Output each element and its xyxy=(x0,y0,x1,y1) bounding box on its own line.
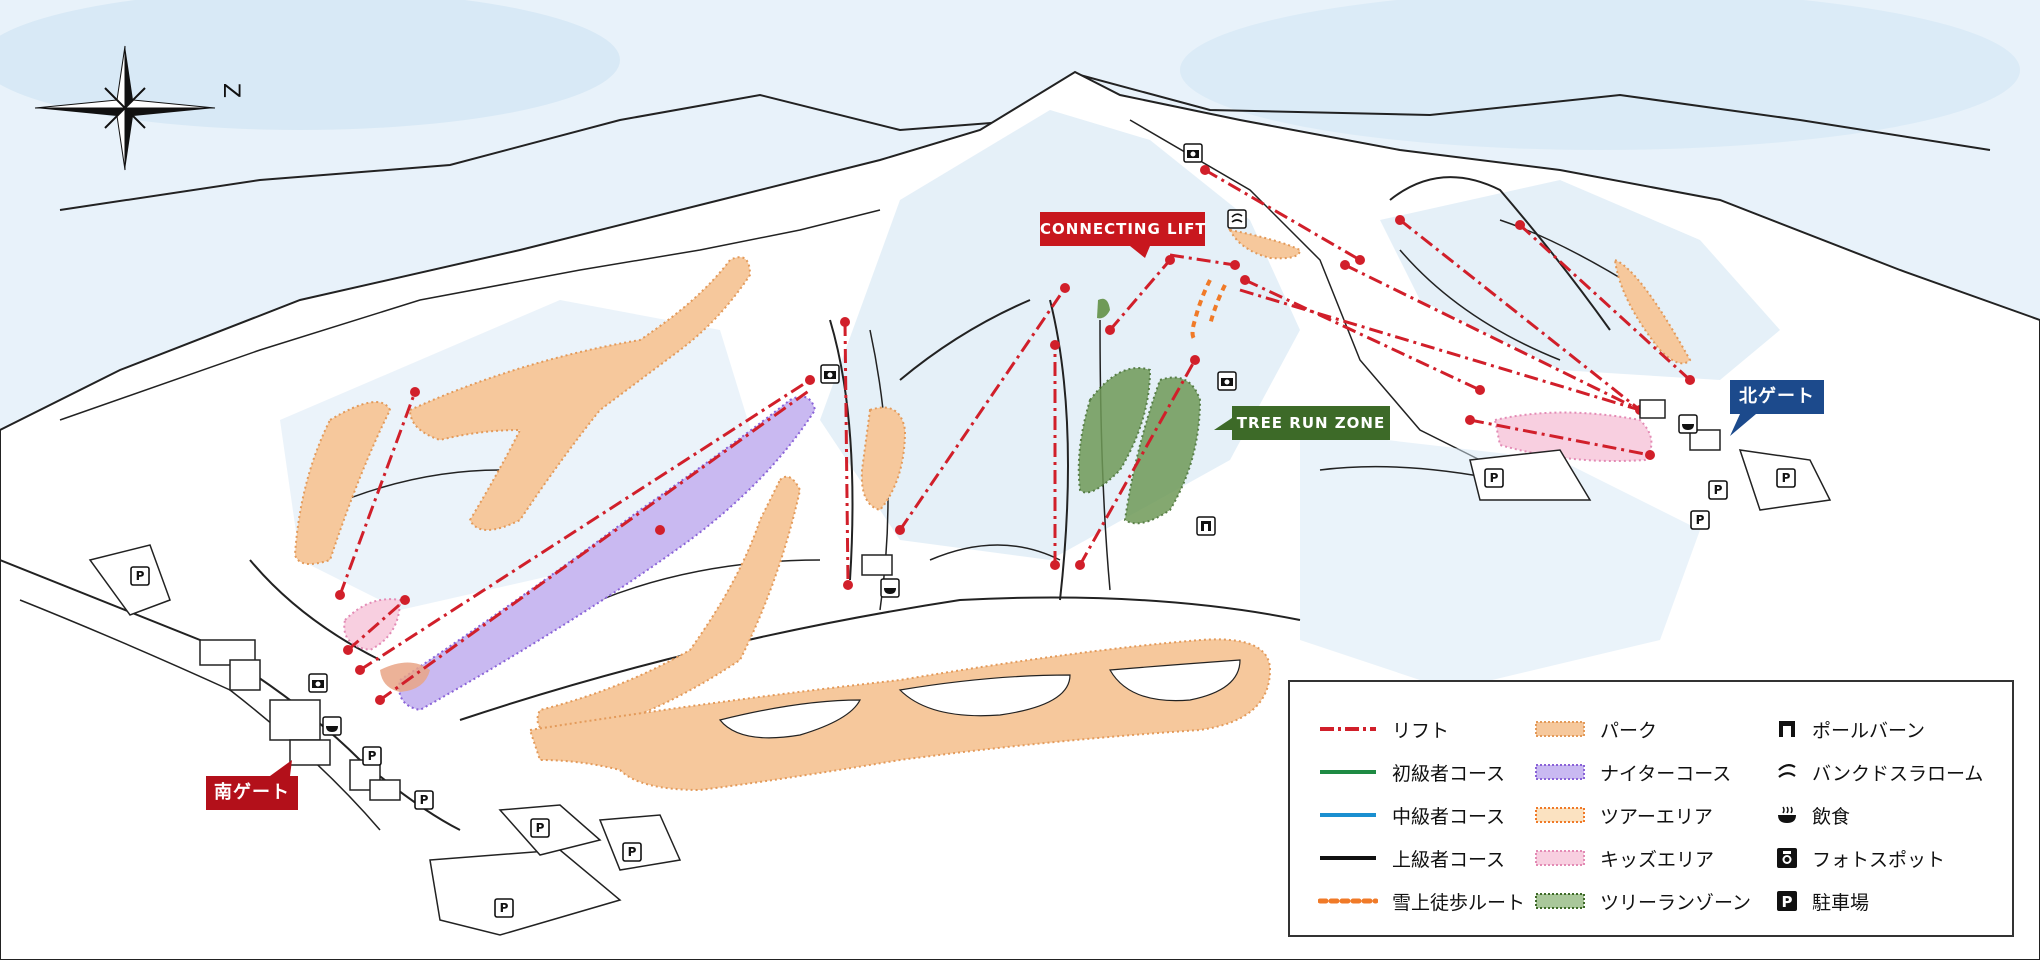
tree-run-area-icon xyxy=(1535,893,1585,909)
lift-lines xyxy=(338,168,1692,702)
legend-item-photo-spot: フォトスポット xyxy=(1776,843,1945,873)
pole-course-icon xyxy=(1779,721,1795,737)
legend-item-tree-run: ツリーランゾーン xyxy=(1534,886,1751,916)
legend-label: 中級者コース xyxy=(1392,805,1506,828)
park-area-south xyxy=(528,638,1272,792)
legend-label: キッズエリア xyxy=(1600,848,1715,871)
parking-label: P xyxy=(1490,471,1499,485)
legend-item-pole-barn: ポールバーン xyxy=(1776,714,1925,744)
legend-item-lift: リフト xyxy=(1318,714,1449,744)
parking-marker: P xyxy=(1690,510,1710,530)
parking-label: P xyxy=(536,821,545,835)
legend-label: リフト xyxy=(1392,719,1450,742)
legend-label: 初級者コース xyxy=(1392,762,1506,785)
parking-label: P xyxy=(1696,513,1705,527)
legend-item-park: パーク xyxy=(1534,714,1657,744)
parking-marker: P xyxy=(130,566,150,586)
snow-walk-route-icon xyxy=(1318,898,1378,904)
legend-item-snow-walk: 雪上徒歩ルート xyxy=(1318,886,1525,916)
legend-label: パーク xyxy=(1600,719,1658,742)
banked-slalom-icon xyxy=(1227,209,1247,229)
beginner-course-icon xyxy=(1320,770,1376,774)
parking-label: P xyxy=(420,793,429,807)
map-legend: リフト 初級者コース 中級者コース 上級者コース 雪上徒歩ルート パーク ナイタ… xyxy=(1288,680,2014,937)
food-icon xyxy=(322,716,342,736)
compass-north-label: Z xyxy=(218,82,244,99)
legend-label: 雪上徒歩ルート xyxy=(1392,891,1526,914)
parking-label: P xyxy=(500,901,509,915)
legend-item-night: ナイターコース xyxy=(1534,757,1731,787)
tree-run-zone-callout: TREE RUN ZONE xyxy=(1232,406,1390,440)
camera-icon xyxy=(1183,143,1203,163)
parking-marker: P xyxy=(494,898,514,918)
parking-marker: P xyxy=(1776,468,1796,488)
legend-item-parking: P 駐車場 xyxy=(1776,886,1869,916)
legend-label: 飲食 xyxy=(1812,805,1851,828)
connecting-lift-callout: CONNECTING LIFT xyxy=(1040,212,1206,246)
parking-label: P xyxy=(368,749,377,763)
legend-label: ポールバーン xyxy=(1812,719,1926,742)
svg-text:P: P xyxy=(1782,893,1793,911)
night-course-area-icon xyxy=(1535,764,1585,780)
legend-label: バンクドスラローム xyxy=(1812,762,1984,785)
parking-label: P xyxy=(136,569,145,583)
south-gate-callout: 南ゲート xyxy=(206,776,298,810)
advanced-course-icon xyxy=(1320,856,1376,860)
legend-item-food: 飲食 xyxy=(1776,800,1850,830)
parking-markers: P P P P P P P P P P xyxy=(130,468,1796,918)
legend-label: ツリーランゾーン xyxy=(1600,891,1752,914)
tree-run-area-1 xyxy=(1077,367,1152,494)
parking-marker: P xyxy=(530,818,550,838)
intermediate-course-icon xyxy=(1320,813,1376,817)
kids-area-south xyxy=(343,598,402,652)
legend-item-advanced: 上級者コース xyxy=(1318,843,1505,873)
tree-run-area-2 xyxy=(1123,376,1202,525)
park-area-west xyxy=(408,256,752,531)
legend-label: 上級者コース xyxy=(1392,848,1506,871)
parking-label: P xyxy=(1714,483,1723,497)
camera-icon xyxy=(1217,371,1237,391)
night-course-area xyxy=(398,395,817,712)
parking-label: P xyxy=(628,845,637,859)
buildings xyxy=(199,399,1721,801)
camera-icon xyxy=(820,364,840,384)
legend-label: 駐車場 xyxy=(1812,891,1870,914)
legend-label: ツアーエリア xyxy=(1600,805,1713,828)
legend-item-beginner: 初級者コース xyxy=(1318,757,1505,787)
banked-slalom-icon xyxy=(1778,763,1796,778)
food-icon xyxy=(1678,414,1698,434)
park-area-icon xyxy=(1535,721,1585,737)
parking-marker: P xyxy=(362,746,382,766)
legend-item-banked-slalom: バンクドスラローム xyxy=(1776,757,1983,787)
food-icon xyxy=(1778,806,1796,823)
legend-item-tour: ツアーエリア xyxy=(1534,800,1713,830)
parking-label: P xyxy=(1782,471,1791,485)
legend-label: フォトスポット xyxy=(1812,848,1946,871)
food-markers xyxy=(322,414,1698,736)
legend-item-kids: キッズエリア xyxy=(1534,843,1714,873)
compass-rose xyxy=(34,45,216,171)
camera-icon xyxy=(1777,848,1797,868)
parking-icon: P xyxy=(1777,891,1797,911)
parking-marker: P xyxy=(1708,480,1728,500)
legend-label: ナイターコース xyxy=(1600,762,1732,785)
parking-marker: P xyxy=(622,842,642,862)
tour-area-route xyxy=(1190,279,1212,342)
tour-area-icon xyxy=(1535,807,1585,823)
parking-marker: P xyxy=(414,790,434,810)
camera-icon xyxy=(308,673,328,693)
lift-line-icon xyxy=(1320,727,1376,731)
north-gate-callout: 北ゲート xyxy=(1730,380,1824,414)
parking-marker: P xyxy=(1484,468,1504,488)
pole-course-icon xyxy=(1196,516,1216,536)
legend-item-intermediate: 中級者コース xyxy=(1318,800,1505,830)
food-icon xyxy=(880,578,900,598)
photo-spot-markers xyxy=(308,143,1237,693)
kids-area-icon xyxy=(1535,850,1585,866)
